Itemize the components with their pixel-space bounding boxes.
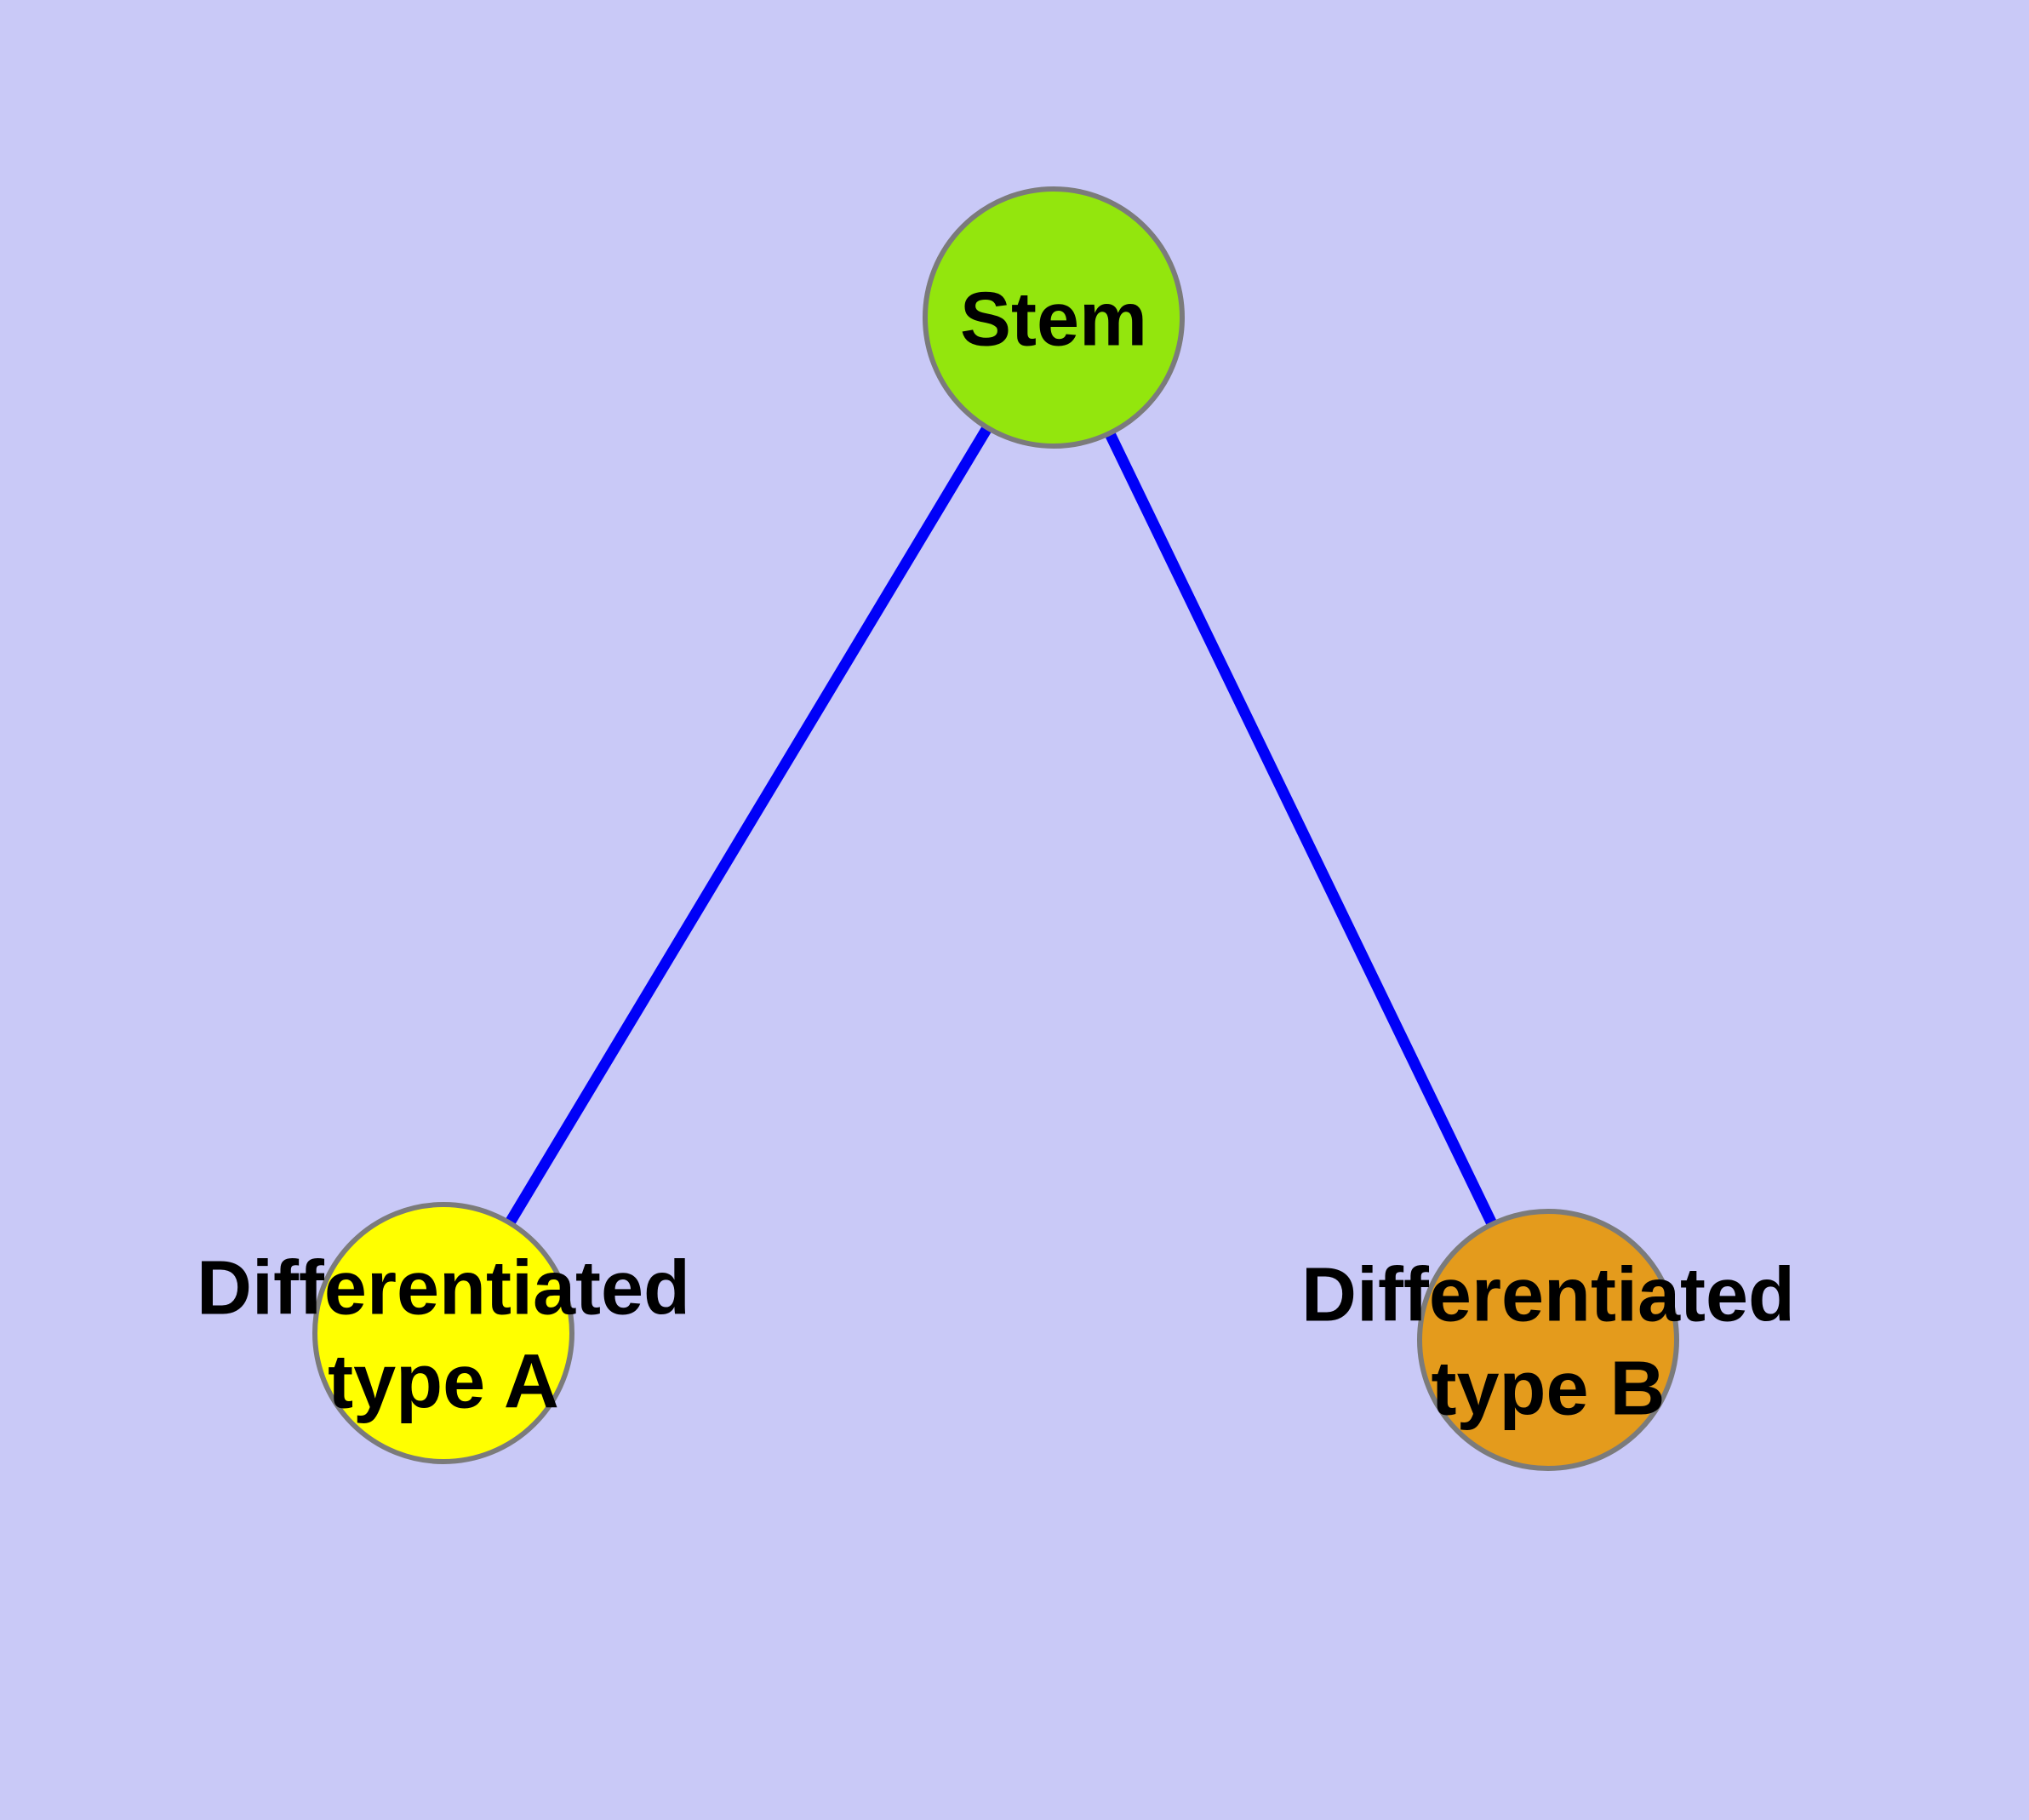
differentiated-type-b-label: Differentiated type B xyxy=(1301,1252,1795,1431)
differentiated-type-a-label-line: type A xyxy=(328,1339,559,1424)
edge-stem-to-differentiated-type-a xyxy=(438,314,1059,1336)
differentiated-type-b-label-line: type B xyxy=(1431,1346,1665,1431)
stem-node xyxy=(923,186,1185,449)
differentiated-type-b-node xyxy=(1417,1209,1679,1471)
stem-label-line: Stem xyxy=(960,277,1147,362)
differentiated-type-a-node xyxy=(312,1202,574,1464)
differentiated-type-a-label-line: Differentiated xyxy=(197,1245,690,1331)
edge-stem-to-differentiated-type-b xyxy=(1049,315,1553,1342)
differentiated-type-b-label-line: Differentiated xyxy=(1301,1252,1795,1337)
stem-label: Stem xyxy=(960,277,1147,362)
